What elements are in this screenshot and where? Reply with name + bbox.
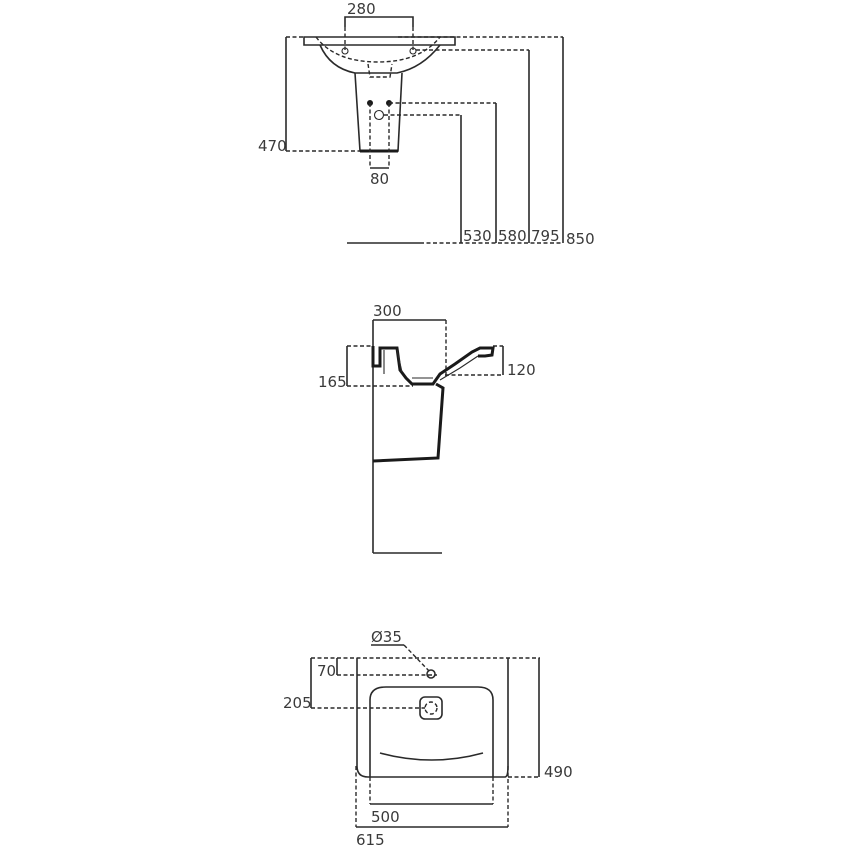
pedestal-profile — [372, 382, 445, 463]
waste-outlet — [373, 109, 385, 121]
pedestal — [354, 72, 403, 152]
dim-wall-to-waste: 300 — [373, 302, 402, 320]
dim-supply-height: 580 — [498, 227, 527, 245]
dim-pedestal-width: 80 — [370, 170, 389, 188]
dim-tap-hole-diameter: Ø35 — [371, 628, 402, 646]
dim-bowl-depth-front: 120 — [507, 361, 536, 379]
dim-overall-depth: 490 — [544, 763, 573, 781]
basin-bowl — [319, 44, 441, 74]
plan-view: Ø35 70 205 490 500 615 — [283, 628, 573, 849]
dim-waste-height: 530 — [463, 227, 492, 245]
basin-outline — [356, 658, 509, 778]
tap-hole — [426, 669, 436, 679]
dim-pedestal-height: 470 — [258, 137, 287, 155]
dim-bowl-depth-overall: 165 — [318, 373, 347, 391]
bowl-curve — [379, 752, 484, 761]
dim-bowl-width: 500 — [371, 808, 400, 826]
dim-tap-spacing: 280 — [347, 0, 376, 18]
waste — [419, 696, 443, 720]
dim-bowl-height: 795 — [531, 227, 560, 245]
dim-tap-from-wall: 70 — [317, 662, 336, 680]
basin-profile — [371, 346, 495, 386]
bowl-outline — [369, 686, 494, 777]
dim-rim-height: 850 — [566, 230, 595, 248]
dim-overall-width: 615 — [356, 831, 385, 849]
side-view: 300 165 120 — [318, 302, 536, 554]
tap-hole-right — [409, 47, 417, 55]
dim-waste-from-wall: 205 — [283, 694, 312, 712]
basin-rim — [303, 36, 456, 46]
front-view: 280 80 470 530 5 — [258, 0, 595, 248]
tap-hole-left — [341, 47, 349, 55]
dim-280-bracket — [344, 16, 414, 27]
